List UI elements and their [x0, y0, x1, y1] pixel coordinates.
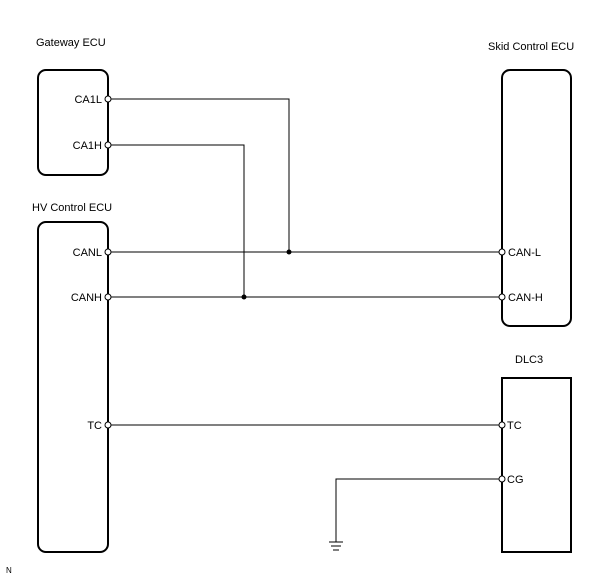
pin-label-ca1h: CA1H [73, 140, 102, 152]
skid-control-ecu-box [501, 69, 572, 327]
dlc3-box [501, 377, 572, 553]
wire-cg [335, 478, 502, 542]
pin-label-can-h: CAN-H [508, 292, 543, 304]
hv-control-ecu-box [37, 221, 109, 553]
junction-dot-canh [241, 294, 247, 300]
pin-dlc3-cg [498, 475, 506, 483]
pin-label-dlc3-tc: TC [507, 420, 522, 432]
skid-control-ecu-title: Skid Control ECU [488, 41, 574, 53]
pin-hv-tc [104, 421, 112, 429]
pin-label-dlc3-cg: CG [507, 474, 524, 486]
pin-can-h [498, 293, 506, 301]
pin-label-hv-tc: TC [87, 420, 102, 432]
pin-label-can-l: CAN-L [508, 247, 541, 259]
pin-canh [104, 293, 112, 301]
pin-label-canh: CANH [71, 292, 102, 304]
pin-can-l [498, 248, 506, 256]
wire-ca1h [108, 144, 245, 297]
pin-dlc3-tc [498, 421, 506, 429]
pin-ca1h [104, 141, 112, 149]
pin-label-ca1l: CA1L [74, 94, 102, 106]
hv-control-ecu-title: HV Control ECU [32, 202, 112, 214]
dlc3-title: DLC3 [515, 354, 543, 366]
gateway-ecu-title: Gateway ECU [36, 37, 106, 49]
ground-icon [329, 541, 343, 551]
wire-ca1l [108, 98, 290, 252]
gateway-ecu-box [37, 69, 109, 176]
pin-canl [104, 248, 112, 256]
junction-dot-canl [286, 249, 292, 255]
pin-ca1l [104, 95, 112, 103]
pin-label-canl: CANL [73, 247, 102, 259]
corner-mark: N [6, 566, 12, 575]
